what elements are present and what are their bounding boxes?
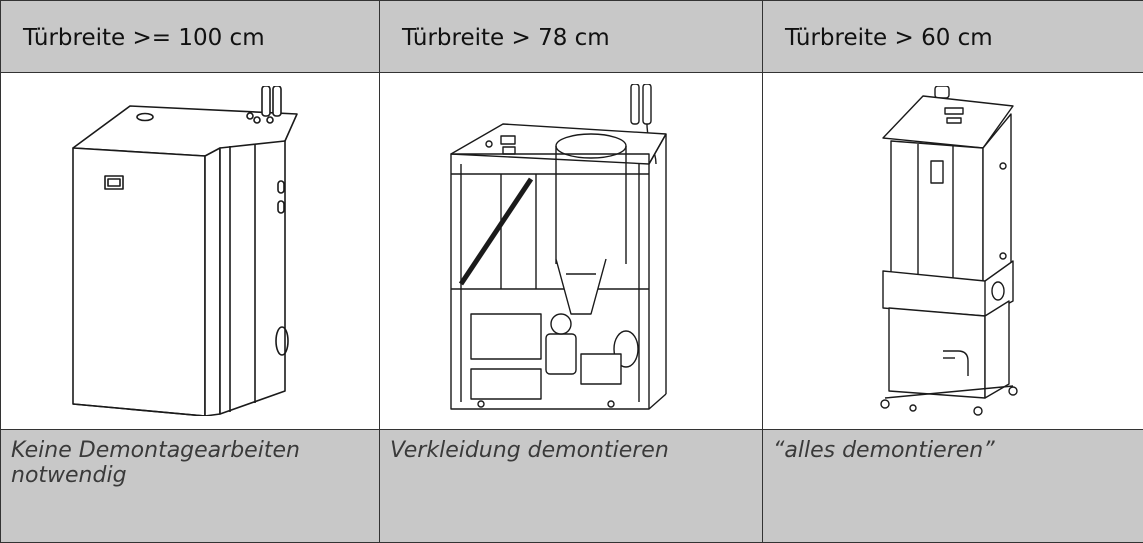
description-no-disassembly: Keine Demontagearbeiten notwendig (0, 429, 380, 543)
image-row (0, 72, 1143, 430)
image-cell-clad (0, 72, 380, 430)
description-disassemble-all: “alles demontieren” (762, 429, 1143, 543)
boiler-core-drawing (880, 86, 1018, 416)
header-row: Türbreite >= 100 cm Türbreite > 78 cm Tü… (0, 0, 1143, 73)
header-door-width-78: Türbreite > 78 cm (379, 0, 763, 73)
image-cell-core (762, 72, 1143, 430)
header-door-width-60: Türbreite > 60 cm (762, 0, 1143, 73)
description-row: Keine Demontagearbeiten notwendig Verkle… (0, 429, 1143, 543)
description-remove-cladding: Verkleidung demontieren (379, 429, 763, 543)
image-cell-frame (379, 72, 763, 430)
boiler-clad-drawing (72, 86, 298, 416)
boiler-frame-drawing (450, 83, 667, 410)
header-door-width-100: Türbreite >= 100 cm (0, 0, 380, 73)
